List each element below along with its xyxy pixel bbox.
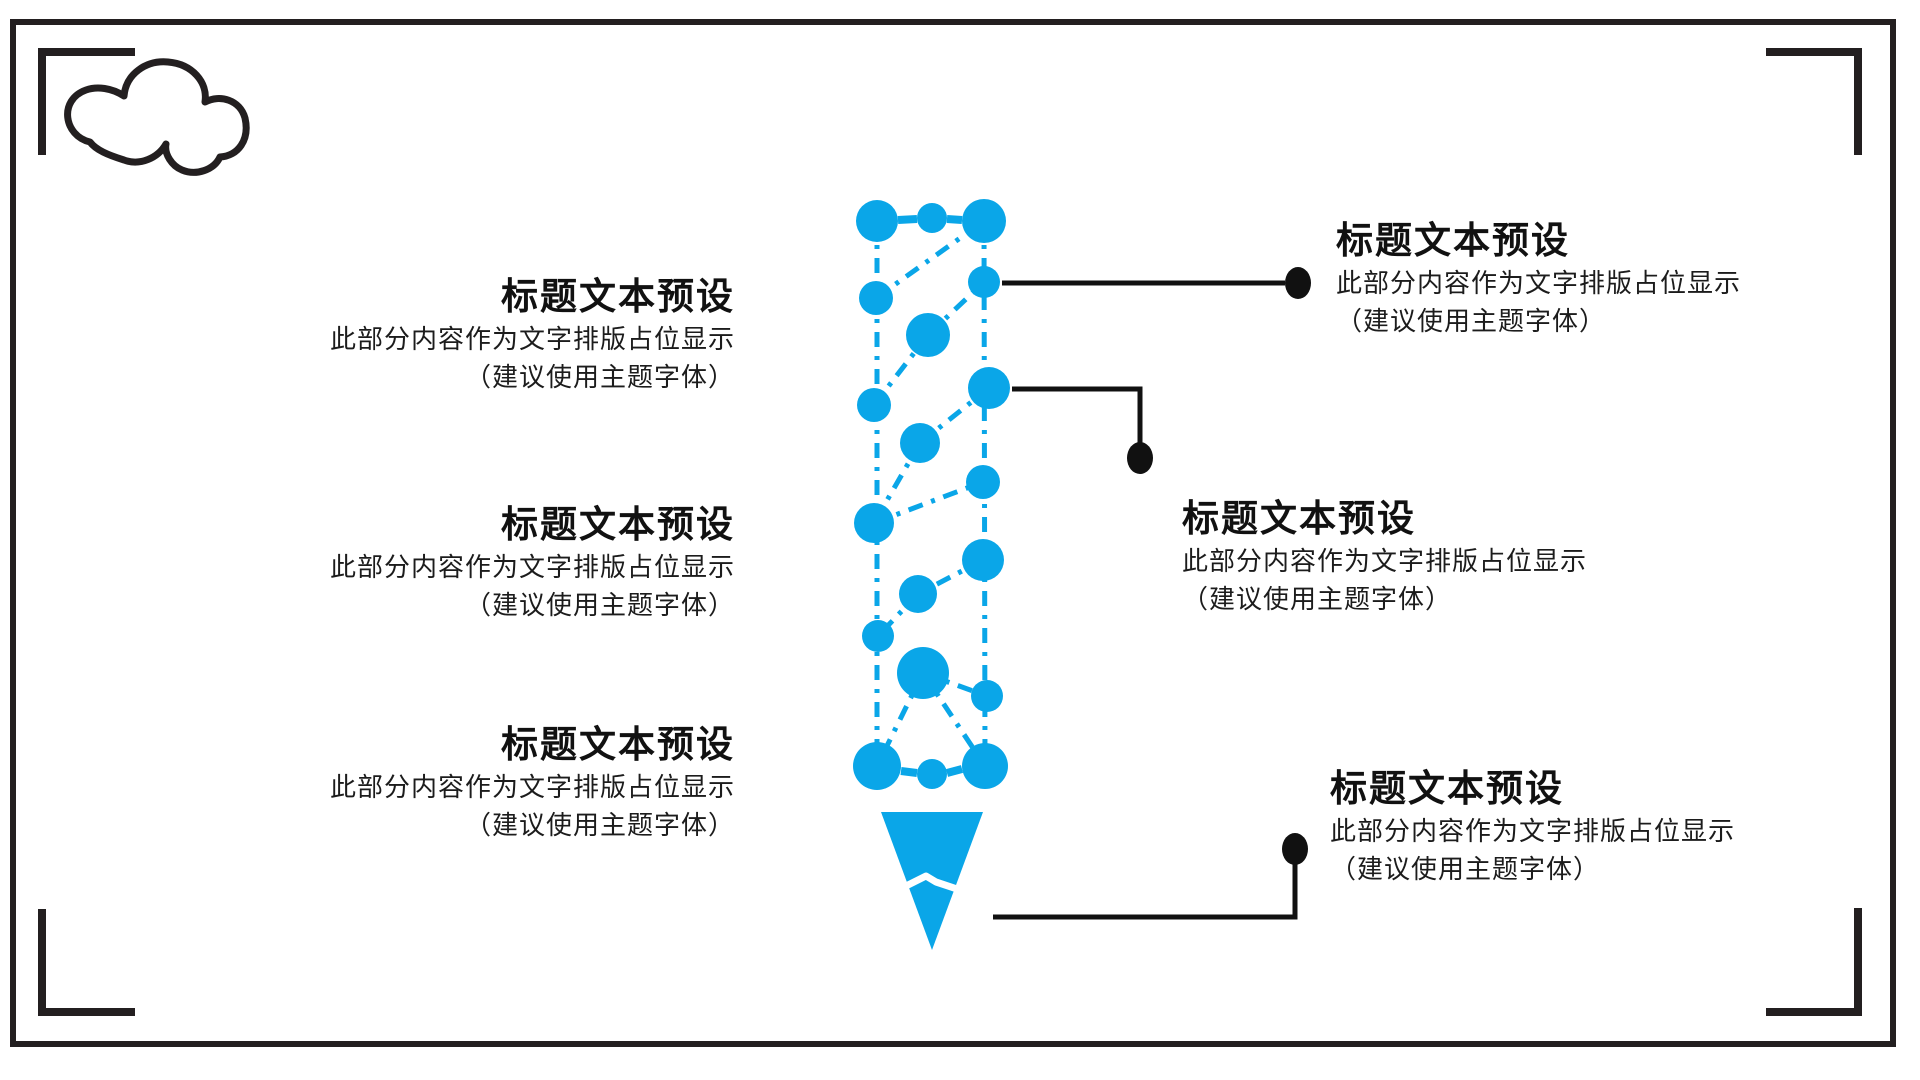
block-body-line2: （建议使用主题字体） [464, 810, 735, 840]
block-body-line2: （建议使用主题字体） [1182, 584, 1453, 614]
block-body-line1: 此部分内容作为文字排版占位显示 [329, 552, 735, 582]
text-block-left-2: 标题文本预设 此部分内容作为文字排版占位显示 （建议使用主题字体） [265, 502, 735, 624]
block-body-line1: 此部分内容作为文字排版占位显示 [329, 772, 735, 802]
block-body-line1: 此部分内容作为文字排版占位显示 [1330, 816, 1736, 846]
corner-bracket-top-left-icon [38, 48, 135, 155]
pencil-network-dots [853, 199, 1010, 790]
pencil-graphic [853, 199, 1010, 950]
block-body-line2: （建议使用主题字体） [464, 590, 735, 620]
corner-bracket-top-right-icon [1766, 48, 1862, 155]
block-title: 标题文本预设 [501, 504, 735, 545]
block-title: 标题文本预设 [1182, 498, 1416, 539]
connector-dot-3 [1282, 833, 1308, 865]
block-body-line1: 此部分内容作为文字排版占位显示 [329, 324, 735, 354]
text-block-right-1: 标题文本预设 此部分内容作为文字排版占位显示 （建议使用主题字体） [1336, 218, 1741, 340]
block-body-line2: （建议使用主题字体） [1330, 854, 1601, 884]
text-block-right-2: 标题文本预设 此部分内容作为文字排版占位显示 （建议使用主题字体） [1182, 496, 1587, 618]
pencil-tip-cut [882, 872, 982, 900]
block-body-line1: 此部分内容作为文字排版占位显示 [1182, 546, 1588, 576]
block-title: 标题文本预设 [1330, 768, 1564, 809]
outer-border [10, 19, 1896, 1047]
cloud-icon [64, 58, 250, 176]
block-body-line2: （建议使用主题字体） [1336, 306, 1607, 336]
connector-dot-1 [1285, 267, 1311, 299]
text-block-left-1: 标题文本预设 此部分内容作为文字排版占位显示 （建议使用主题字体） [265, 274, 735, 396]
pencil-network-short-links [897, 215, 964, 777]
block-body-line1: 此部分内容作为文字排版占位显示 [1336, 268, 1742, 298]
block-title: 标题文本预设 [501, 724, 735, 765]
text-block-left-3: 标题文本预设 此部分内容作为文字排版占位显示 （建议使用主题字体） [265, 722, 735, 844]
corner-bracket-bottom-right-icon [1766, 908, 1862, 1016]
text-block-right-3: 标题文本预设 此部分内容作为文字排版占位显示 （建议使用主题字体） [1330, 766, 1735, 888]
connector-line-2 [1012, 386, 1143, 444]
connector-line-3 [993, 863, 1298, 920]
corner-bracket-bottom-left-icon [38, 909, 135, 1016]
connector-dot-2 [1127, 442, 1153, 474]
callout-connectors [993, 267, 1311, 920]
block-title: 标题文本预设 [1336, 220, 1570, 261]
block-body-line2: （建议使用主题字体） [464, 362, 735, 392]
block-title: 标题文本预设 [501, 276, 735, 317]
